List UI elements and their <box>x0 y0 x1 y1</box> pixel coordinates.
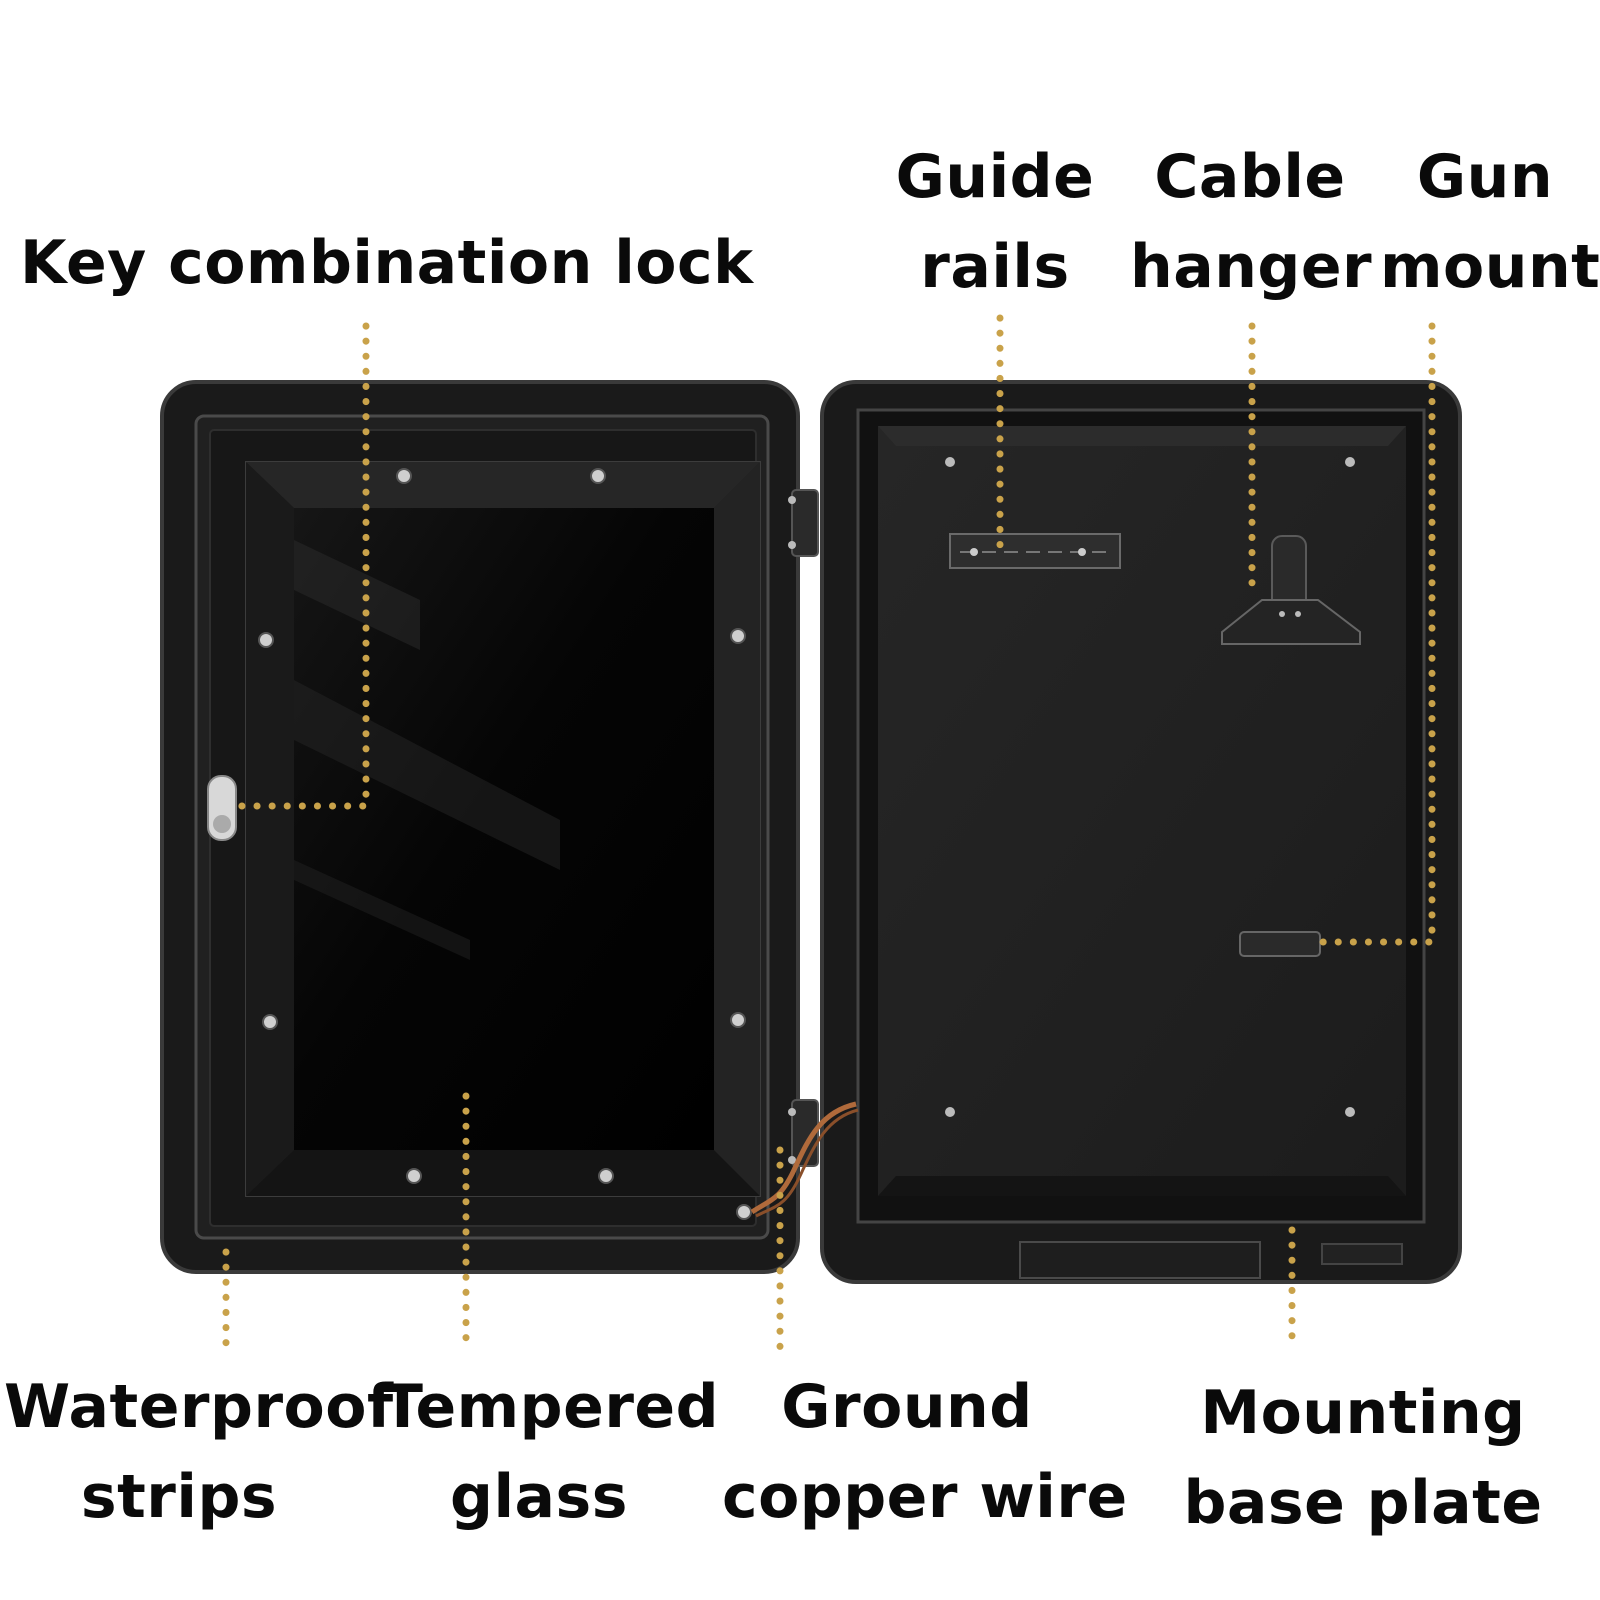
copper-wire-part <box>750 1101 857 1215</box>
label-line: hanger <box>1130 232 1373 302</box>
label-gun-mount: Gun mount <box>1380 132 1600 312</box>
label-line: base plate <box>1183 1468 1543 1538</box>
label-key-combination-lock: Key combination lock <box>20 218 754 308</box>
label-line: Gun <box>1416 142 1554 212</box>
cable-hanger-part <box>1221 535 1361 645</box>
label-line: strips <box>80 1462 278 1532</box>
label-cable-hanger: Cable hanger <box>1130 132 1373 312</box>
leader-key-lock <box>232 322 370 810</box>
lock-handle-icon <box>207 775 237 841</box>
label-line: Cable <box>1154 142 1346 212</box>
label-line: rails <box>920 232 1070 302</box>
label-line: mount <box>1380 232 1600 302</box>
label-line: copper wire <box>722 1462 1128 1532</box>
gun-mount-part <box>1239 931 1321 957</box>
label-line: Mounting <box>1200 1378 1526 1448</box>
label-tempered-glass: Tempered glass <box>382 1362 720 1542</box>
cabinet-door <box>160 380 819 1274</box>
label-line: glass <box>450 1462 628 1532</box>
label-mounting-base-plate: Mounting base plate <box>1178 1368 1548 1548</box>
label-guide-rails: Guide rails <box>880 132 1110 312</box>
label-line: Tempered <box>382 1372 720 1442</box>
label-line: Ground <box>781 1372 1033 1442</box>
label-waterproof-strips: Waterproof strips <box>4 1362 394 1542</box>
label-line: Waterproof <box>4 1372 394 1442</box>
label-ground-copper-wire: Ground copper wire <box>722 1362 1128 1542</box>
label-line: Key combination lock <box>20 228 754 298</box>
guide-rail-part <box>949 533 1121 569</box>
label-line: Guide <box>895 142 1095 212</box>
leader-gun-mount <box>1306 322 1436 946</box>
base-plate-part <box>1019 1241 1403 1279</box>
cabinet-body <box>820 380 1462 1284</box>
leader-lines <box>222 314 1436 1356</box>
